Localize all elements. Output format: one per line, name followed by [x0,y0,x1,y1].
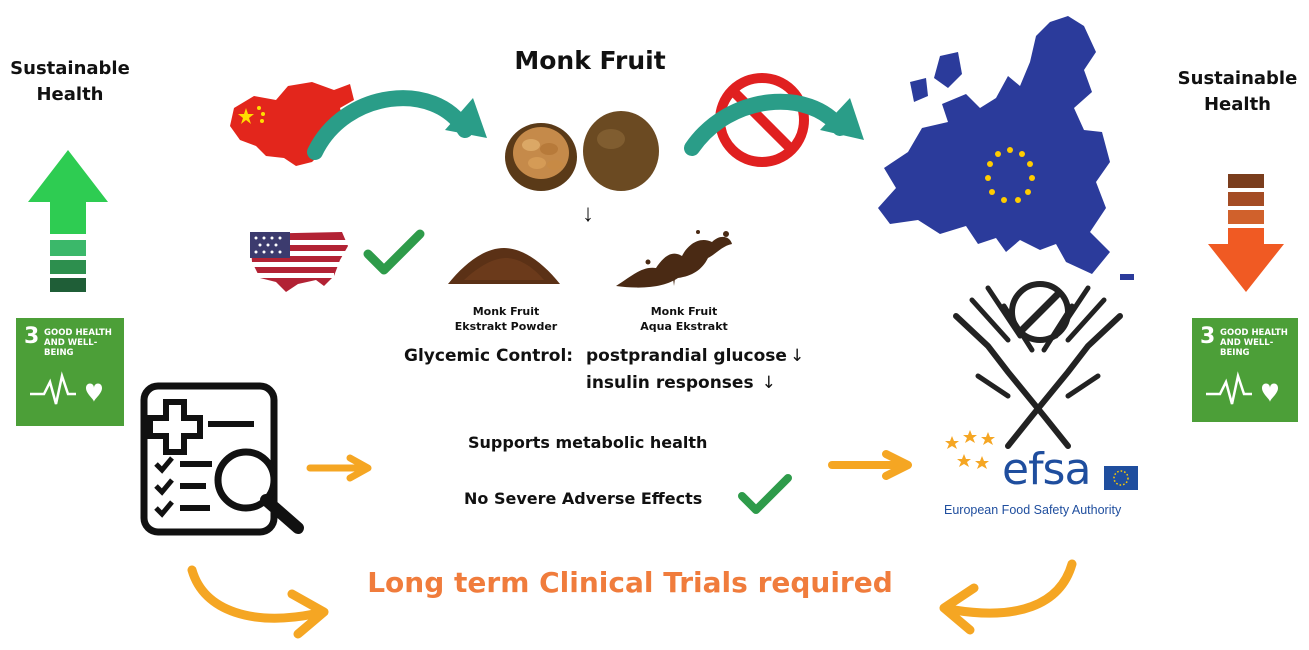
efsa-logo-text: efsa [1002,444,1091,495]
claim-adverse: No Severe Adverse Effects [464,489,703,508]
monk-fruit-icon [505,111,659,191]
glycemic-label: Glycemic Control: [404,346,574,366]
teal-arrow-china-to-fruit [307,90,487,160]
product-powder-label: Monk Fruit Ekstrakt Powder [454,305,558,333]
bottom-banner: Long term Clinical Trials required [367,566,893,599]
orange-arrow-right [828,450,912,480]
eu-map-icon [878,16,1134,280]
left-title: Sustainable Health [10,58,130,105]
crossed-hands-icon [953,281,1123,449]
main-title: Monk Fruit [514,46,666,75]
eu-flag-icon [1104,466,1138,490]
heartbeat-icon [1206,371,1278,405]
sdg-badge-right: 3 GOOD HEALTH AND WELL-BEING [1192,318,1298,422]
orange-arrow-left [306,454,372,482]
orange-curve-arrow-right [939,559,1077,635]
glycemic-item-insulin: insulin responses↓ [586,373,776,393]
product-aqua-label: Monk Fruit Aqua Ekstrakt [640,305,728,333]
glycemic-item-glucose: postprandial glucose↓ [586,346,805,366]
trend-down-arrow-icon [1208,174,1284,292]
efsa-name: European Food Safety Authority [944,503,1122,517]
orange-curve-arrow-left [187,565,329,639]
claim-metabolic: Supports metabolic health [468,433,708,452]
right-title: Sustainable Health [1177,68,1298,115]
clinical-report-icon [140,382,304,536]
checkmark-icon-usa [363,229,425,275]
usa-map-icon [250,232,348,292]
checkmark-icon-adverse [738,474,792,514]
flow-down-arrow: ↓ [582,200,594,227]
sdg-badge-left: 3 GOOD HEALTH AND WELL-BEING [16,318,124,426]
liquid-splash-icon [616,230,732,288]
efsa-stars-icon [945,430,995,469]
trend-up-arrow-icon [28,150,108,292]
heartbeat-icon [30,371,102,405]
powder-icon [448,248,560,284]
teal-arrow-fruit-to-eu [684,93,864,156]
